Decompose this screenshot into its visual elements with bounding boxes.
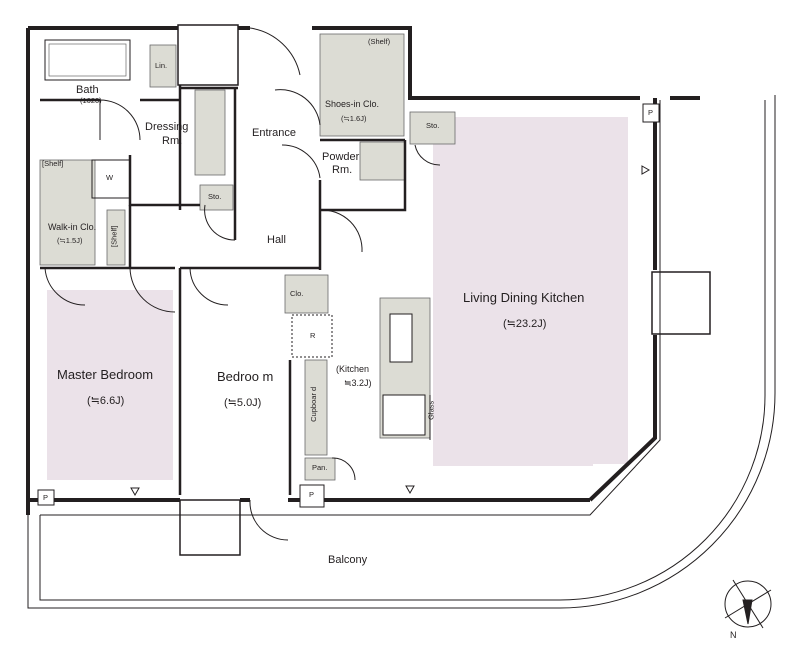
ldk-size: (≒23.2J) bbox=[503, 318, 547, 330]
balcony-edge bbox=[40, 100, 661, 516]
hall-label: Hall bbox=[267, 234, 286, 246]
compass-needle bbox=[742, 599, 753, 625]
cupboard-cabinet bbox=[304, 359, 328, 456]
bedroom-wall bbox=[178, 266, 320, 495]
cupboard-label: Cupboar d bbox=[309, 386, 319, 422]
pipe-space-1-label: P bbox=[43, 493, 49, 502]
washer-label: W bbox=[106, 173, 114, 182]
ldk-label: Living Dining Kitchen bbox=[463, 290, 585, 305]
kitchen-sink bbox=[389, 313, 413, 363]
bathtub-inner bbox=[48, 43, 127, 77]
walk-in-shelf bbox=[39, 159, 96, 266]
pipe-space-box-3 bbox=[642, 103, 660, 123]
entrance-door-2 bbox=[274, 89, 321, 126]
storage-1-label: Sto. bbox=[426, 121, 440, 130]
pantry-label: Pan. bbox=[312, 463, 328, 472]
ldk-door bbox=[414, 144, 441, 166]
dressing-counter bbox=[194, 89, 226, 176]
powder-label-2: Rm. bbox=[332, 164, 353, 176]
bedroom-door bbox=[189, 267, 229, 306]
bathtub bbox=[44, 39, 131, 81]
shoes-in-closet bbox=[319, 33, 405, 137]
side-shelf bbox=[106, 209, 126, 266]
pipe-space-box-1 bbox=[37, 489, 55, 506]
master-bedroom-label: Master Bedroom bbox=[57, 367, 154, 382]
balcony-rail-inner bbox=[39, 100, 766, 601]
bath-door bbox=[99, 99, 141, 141]
bath-label: Bath bbox=[76, 84, 99, 96]
glass-label: Glass bbox=[426, 400, 436, 420]
column-bottom bbox=[179, 499, 241, 556]
dressing-label-1: Dressing bbox=[145, 121, 189, 133]
east-wall bbox=[588, 98, 657, 502]
bedroom-label: Bedroo m bbox=[217, 369, 274, 384]
balcony-label: Balcony bbox=[328, 554, 368, 566]
window-marker-2 bbox=[405, 485, 415, 495]
ldk-floor bbox=[433, 117, 628, 464]
closet-label: Clo. bbox=[290, 289, 304, 298]
shoes-in-size: (≒1.6J) bbox=[341, 114, 367, 123]
hall-wall bbox=[233, 88, 407, 270]
storage-cabinet-dressing bbox=[199, 184, 234, 211]
balcony-door bbox=[249, 499, 289, 541]
balcony-rail-outer bbox=[27, 95, 776, 609]
pipe-space-2-label: P bbox=[309, 490, 315, 499]
powder-label-1: Powder bbox=[322, 151, 360, 163]
entrance-door bbox=[249, 27, 301, 76]
compass-ring bbox=[724, 580, 772, 628]
column-right bbox=[651, 271, 711, 335]
column-top bbox=[177, 24, 239, 86]
walk-in-wall bbox=[40, 205, 175, 270]
entrance-label: Entrance bbox=[252, 127, 297, 139]
master-bedroom-floor bbox=[47, 290, 173, 480]
master-bedroom-door bbox=[129, 267, 176, 313]
linen-cabinet bbox=[149, 44, 177, 88]
bedroom-size: (≒5.0J) bbox=[224, 397, 262, 409]
powder-door bbox=[281, 144, 321, 179]
kitchen-label: (Kitchen bbox=[336, 364, 370, 374]
window-marker-1 bbox=[130, 487, 140, 497]
closet-cabinet bbox=[284, 274, 329, 314]
shoes-in-label: Shoes-in Clo. bbox=[325, 99, 380, 109]
shelf-side-label: [Shelf] bbox=[109, 225, 119, 247]
master-bedroom-size: (≒6.6J) bbox=[87, 395, 125, 407]
storage-cabinet-ldk bbox=[409, 111, 456, 145]
pantry-door bbox=[331, 457, 356, 481]
compass-north-label: N bbox=[730, 630, 737, 640]
kitchen-size: ≒3.2J) bbox=[344, 378, 372, 388]
hall-door bbox=[319, 209, 363, 253]
storage-2-label: Sto. bbox=[208, 192, 222, 201]
powder-counter bbox=[359, 141, 406, 181]
refrigerator-label: R bbox=[310, 331, 316, 340]
bath-size: (1620) bbox=[80, 96, 102, 105]
shelf-left-label: [Shelf] bbox=[42, 159, 64, 168]
pipe-space-3-label: P bbox=[648, 108, 654, 117]
window-marker-3 bbox=[641, 165, 651, 175]
kitchen-stove bbox=[382, 394, 426, 436]
walk-in-label: Walk-in Clo. bbox=[48, 222, 97, 232]
linen-label: Lin. bbox=[155, 61, 168, 70]
refrigerator-space bbox=[291, 314, 333, 358]
walk-in-size: (≒1.5J) bbox=[57, 236, 83, 245]
bath-wall bbox=[40, 85, 182, 210]
pantry-cabinet bbox=[304, 457, 336, 481]
ldk-floor-notch bbox=[433, 430, 593, 466]
dressing-label-2: Rm. bbox=[162, 135, 183, 147]
walk-in-door bbox=[204, 204, 236, 241]
shelf-top-label: (Shelf) bbox=[368, 37, 391, 46]
pipe-space-box-2 bbox=[299, 484, 325, 508]
master-bedroom-door-2 bbox=[44, 267, 86, 306]
compass bbox=[724, 579, 772, 629]
washer-box bbox=[91, 159, 131, 199]
